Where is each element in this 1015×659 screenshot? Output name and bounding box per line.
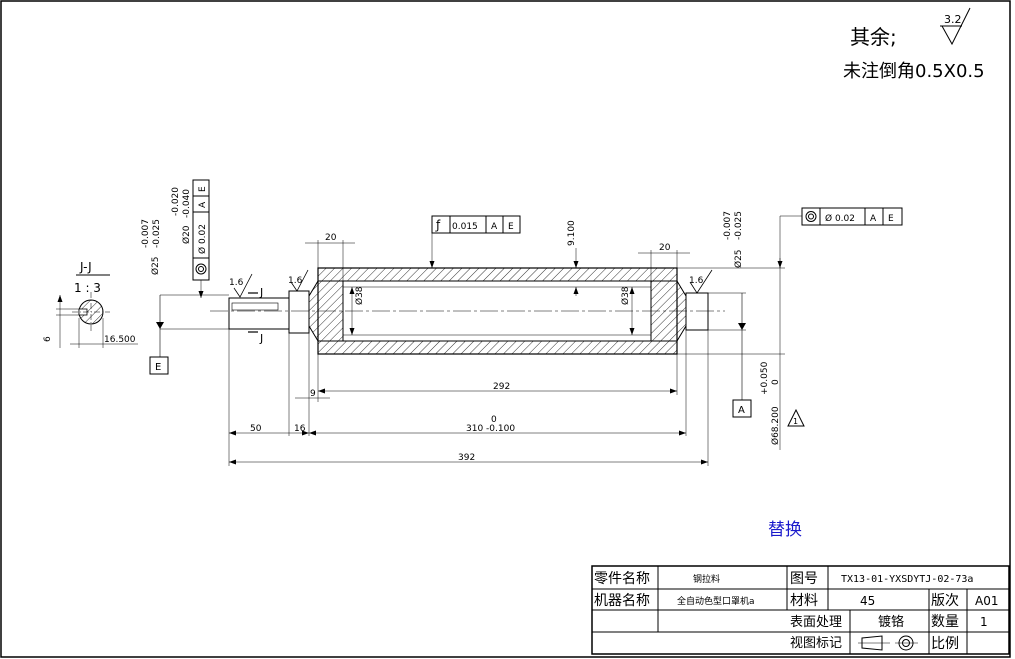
replace-text: 替换 <box>768 520 802 540</box>
svg-text:1.6: 1.6 <box>689 276 704 286</box>
svg-text:A: A <box>870 214 877 224</box>
svg-text:20: 20 <box>659 243 671 253</box>
roughness-symbol: 3.2 <box>940 7 971 46</box>
svg-text:Ø38: Ø38 <box>354 286 365 305</box>
tb-part-name-label: 零件名称 <box>594 571 650 587</box>
cut-line-j: J J <box>248 286 263 345</box>
length-dimensions: 292 9 50 16 0 310 -0.100 392 <box>228 326 709 466</box>
roughness-mark-2: 1.6 <box>288 269 309 292</box>
section-scale: 1 : 3 <box>74 281 101 295</box>
svg-text:9.100: 9.100 <box>567 220 577 246</box>
tb-qty: 1 <box>980 615 988 629</box>
section-title: J-J <box>79 260 92 274</box>
tb-machine-label: 机器名称 <box>594 593 650 609</box>
tb-surface-label: 表面处理 <box>790 615 842 630</box>
svg-text:ƒ: ƒ <box>435 218 441 232</box>
d25-right-lower: -0.025 <box>734 211 744 240</box>
datum-e: E <box>149 294 229 375</box>
svg-text:9: 9 <box>310 389 316 399</box>
svg-text:+0.050: +0.050 <box>760 361 770 395</box>
svg-text:20: 20 <box>325 233 337 243</box>
roughness-mark-3: 1.6 <box>689 269 713 294</box>
svg-text:292: 292 <box>493 382 510 392</box>
svg-text:E: E <box>508 222 514 232</box>
section-dim-width: 16.500 <box>104 335 136 345</box>
tb-scale-label: 比例 <box>931 636 959 652</box>
rest-label: 其余; <box>850 25 897 49</box>
tb-material-label: 材料 <box>790 593 818 609</box>
tb-view-label: 视图标记 <box>790 636 842 651</box>
svg-text:J: J <box>259 286 263 299</box>
svg-text:1.6: 1.6 <box>288 276 303 286</box>
roughness-value: 3.2 <box>944 13 962 26</box>
roughness-mark-1: 1.6 <box>229 273 253 298</box>
left-tol-upper: -0.020 <box>171 187 181 216</box>
chamfer-note: 未注倒角0.5X0.5 <box>843 61 985 82</box>
tb-machine: 全自动色型口罩机a <box>677 595 755 607</box>
section-view: J-J 1 : 3 6 16.500 <box>43 260 138 348</box>
dim-wall: 9.100 <box>567 220 579 296</box>
tb-qty-label: 数量 <box>931 614 959 630</box>
svg-text:0: 0 <box>771 379 781 385</box>
datum-a: A <box>708 292 752 418</box>
tb-drawing-no-label: 图号 <box>790 571 818 587</box>
svg-text:310 -0.100: 310 -0.100 <box>466 424 515 434</box>
dim-hub-right: 20 <box>638 243 690 281</box>
left-shaft-tolerance-frame: E A Ø 0.02 <box>192 179 210 298</box>
svg-text:16: 16 <box>294 424 306 434</box>
tb-version-label: 版次 <box>931 593 959 609</box>
dim-hub-left: 20 <box>305 233 355 281</box>
dim-bore-right: Ø38 <box>620 286 635 335</box>
projection-symbol <box>858 635 918 651</box>
svg-text:E: E <box>888 214 894 224</box>
svg-text:Ø 0.02: Ø 0.02 <box>825 213 855 224</box>
d25-right-upper: -0.007 <box>723 211 733 240</box>
runout-tolerance-frame: ƒ 0.015 A E <box>429 215 521 268</box>
svg-text:A: A <box>491 222 498 232</box>
svg-text:1.6: 1.6 <box>229 278 244 288</box>
datum-a-label: A <box>738 405 745 416</box>
left-tol-lower: -0.040 <box>182 189 192 218</box>
section-dim-depth: 6 <box>43 336 53 342</box>
svg-text:392: 392 <box>458 453 475 463</box>
roller-part <box>228 267 709 355</box>
title-block: 零件名称 钢拉料 图号 TX13-01-YXSDYTJ-02-73a 机器名称 … <box>591 565 1010 655</box>
left-tol-ref2: E <box>198 186 208 192</box>
svg-text:Ø38: Ø38 <box>620 286 631 305</box>
left-tol-ref1: A <box>198 201 208 208</box>
tb-drawing-no: TX13-01-YXSDYTJ-02-73a <box>841 574 973 585</box>
tb-surface: 镀铬 <box>878 614 904 630</box>
svg-text:0.015: 0.015 <box>452 222 478 232</box>
right-shaft-tolerance-frame: Ø 0.02 A E <box>777 207 903 268</box>
tb-part-name: 钢拉料 <box>693 573 720 585</box>
d25-right: Ø25 <box>733 249 744 268</box>
left-shaft-diam: Ø20 <box>181 225 192 244</box>
svg-text:J: J <box>259 332 263 345</box>
tb-version: A01 <box>975 594 998 608</box>
datum-e-label: E <box>155 362 161 373</box>
dim-bore-left: Ø38 <box>349 286 365 335</box>
svg-text:50: 50 <box>250 424 262 434</box>
svg-text:Ø68.200: Ø68.200 <box>770 406 781 445</box>
dim-outer-diameter: +0.050 0 Ø68.200 <box>677 267 785 450</box>
svg-text:0: 0 <box>491 415 497 425</box>
svg-text:1: 1 <box>793 417 798 426</box>
d25-left-upper: -0.007 <box>141 219 151 248</box>
d25-left: Ø25 <box>150 256 161 275</box>
tb-material: 45 <box>860 594 875 608</box>
revision-mark: 1 <box>787 408 805 427</box>
d25-left-lower: -0.025 <box>152 219 162 248</box>
left-tol-value: Ø 0.02 <box>197 224 208 254</box>
